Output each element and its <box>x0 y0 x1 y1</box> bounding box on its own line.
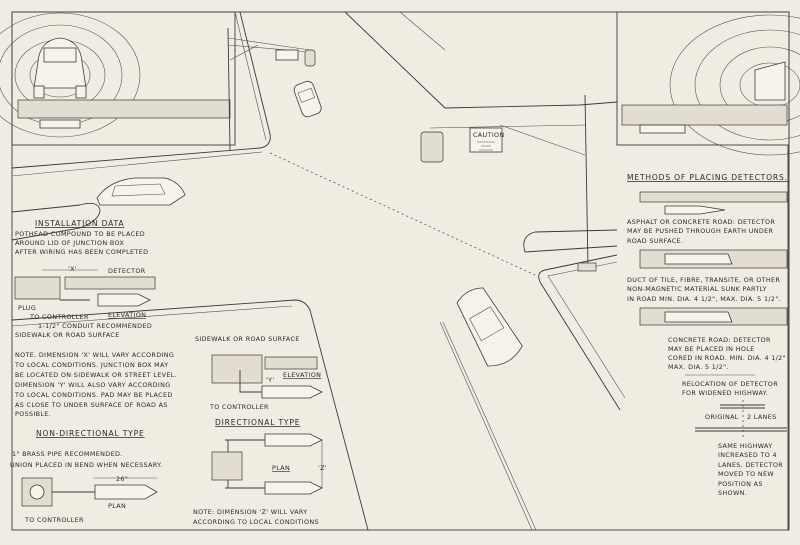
junction-box <box>21 477 53 507</box>
detector-icon <box>261 385 323 399</box>
relocation-line: SAME HIGHWAY <box>718 442 773 450</box>
method-line: ROAD SURFACE. <box>627 237 683 245</box>
caution-sign <box>469 127 503 153</box>
sign-icon <box>275 49 299 61</box>
detector-label: DETECTOR <box>108 267 146 275</box>
detector-icon <box>664 205 726 215</box>
intersection-scene: CAUTION <box>11 11 626 531</box>
note-line: ACCORDING TO LOCAL CONDITIONS <box>193 518 319 526</box>
non-directional-line: 1" BRASS PIPE RECOMMENDED. <box>12 450 123 458</box>
junction-box <box>211 451 243 481</box>
note-line: AS CLOSE TO UNDER SURFACE OF ROAD AS <box>15 401 168 409</box>
method-line: ASPHALT OR CONCRETE ROAD: DETECTOR <box>627 218 775 226</box>
dimension-y-label: 'Y' <box>266 376 274 384</box>
junction-box <box>211 354 263 384</box>
original-label: ORIGINAL <box>705 413 739 421</box>
detector-icon <box>264 481 323 495</box>
island-curb <box>11 202 101 241</box>
note-line: TO LOCAL CONDITIONS. PAD MAY BE PLACED <box>14 391 173 399</box>
method-line: NON-MAGNETIC MATERIAL SUNK PARTLY <box>627 285 767 293</box>
directional-section: SIDEWALK OR ROAD SURFACE ELEVATION 'Y' T… <box>193 335 327 526</box>
note-line: POSSIBLE. <box>15 410 51 418</box>
car-icon <box>96 177 186 206</box>
island-curb <box>523 229 618 253</box>
dimension-26-label: 26" <box>116 475 128 483</box>
relocation-section: RELOCATION OF DETECTOR FOR WIDENED HIGHW… <box>682 374 787 497</box>
car-icon <box>293 80 322 118</box>
method-line: MAY BE PUSHED THROUGH EARTH UNDER <box>627 227 774 235</box>
lanes-label: 2 LANES <box>747 413 777 421</box>
detector-icon <box>97 293 151 307</box>
detector-icon <box>264 433 323 447</box>
dimension-z-label: 'Z' <box>318 464 327 472</box>
note-line: NOTE. DIMENSION 'X' WILL VARY ACCORDING <box>15 351 174 359</box>
method-line: CONCRETE ROAD: DETECTOR <box>668 336 771 344</box>
crosswalk-line <box>269 152 536 276</box>
installation-line: AROUND LID OF JUNCTION BOX <box>15 239 124 247</box>
note-line: NOTE: DIMENSION 'Z' WILL VARY <box>193 508 308 516</box>
detector-icon <box>39 119 81 129</box>
installation-data-section: INSTALLATION DATA POTHEAD COMPOUND TO BE… <box>14 219 177 418</box>
installation-line: POTHEAD COMPOUND TO BE PLACED <box>15 230 145 238</box>
note-line: TO LOCAL CONDITIONS. JUNCTION BOX MAY <box>14 361 169 369</box>
traffic-light-icon <box>420 131 444 163</box>
sheet-border <box>11 11 790 531</box>
inset-top-right <box>616 11 800 156</box>
to-controller-label: TO CONTROLLER <box>24 516 84 524</box>
car-icon <box>33 37 87 99</box>
junction-box <box>14 276 61 300</box>
conduit-label: 1-1/2" CONDUIT RECOMMENDED <box>38 322 152 330</box>
method-line: CORED IN ROAD. MIN. DIA. 4 1/2" <box>668 354 786 362</box>
surface-label: SIDEWALK OR ROAD SURFACE <box>15 331 120 339</box>
caution-sign-text: CAUTION <box>473 131 505 139</box>
method-line: DUCT OF TILE, FIBRE, TRANSITE, OR OTHER <box>627 276 780 284</box>
non-directional-line: UNION PLACED IN BEND WHEN NECESSARY. <box>10 461 162 469</box>
method-line: MAY BE PLACED IN HOLE <box>668 345 755 353</box>
relocation-line: MOVED TO NEW <box>718 470 774 478</box>
plan-label: PLAN <box>108 502 126 510</box>
lane-line <box>439 321 537 531</box>
elevation-label: ELEVATION <box>283 371 321 379</box>
car-icon <box>456 287 523 367</box>
relocation-line: INCREASED TO 4 <box>718 451 777 459</box>
inset-top-left <box>0 11 236 146</box>
signal-pole-right: CAUTION <box>420 94 597 272</box>
method-line: MAX. DIA. 5 1/2". <box>668 363 729 371</box>
methods-title: METHODS OF PLACING DETECTORS. <box>627 173 788 182</box>
installation-title: INSTALLATION DATA <box>35 219 124 228</box>
methods-section: METHODS OF PLACING DETECTORS. ASPHALT OR… <box>627 145 789 530</box>
dimension-x-label: 'X' <box>68 265 77 273</box>
traffic-light-icon <box>304 49 316 67</box>
relocation-line: SHOWN. <box>718 489 747 497</box>
to-controller-label: TO CONTROLLER <box>209 403 269 411</box>
surface-label: SIDEWALK OR ROAD SURFACE <box>195 335 300 343</box>
method-line: IN ROAD MIN. DIA. 4 1/2", MAX. DIA. 5 1/… <box>627 295 781 303</box>
relocation-title: RELOCATION OF DETECTOR <box>682 380 778 388</box>
relocation-line: LANES. DETECTOR <box>718 461 783 469</box>
detector-icon <box>664 311 733 323</box>
non-directional-section: NON-DIRECTIONAL TYPE 1" BRASS PIPE RECOM… <box>10 429 162 524</box>
relocation-title: FOR WIDENED HIGHWAY. <box>682 389 768 397</box>
car-icon <box>754 61 786 101</box>
detector-icon <box>94 484 158 500</box>
relocation-line: POSITION AS <box>718 480 763 488</box>
directional-title: DIRECTIONAL TYPE <box>215 418 300 427</box>
road-section <box>17 99 231 119</box>
detector-icon <box>639 124 686 134</box>
note-line: DIMENSION 'Y' WILL ALSO VARY ACCORDING <box>15 381 171 389</box>
road-section <box>64 276 156 290</box>
non-directional-title: NON-DIRECTIONAL TYPE <box>36 429 145 438</box>
detector-icon <box>664 253 733 265</box>
elevation-label: ELEVATION <box>108 311 146 319</box>
signal-pole-left <box>227 27 316 151</box>
note-line: BE LOCATED ON SIDEWALK OR STREET LEVEL. <box>15 371 177 379</box>
plug-label: PLUG <box>18 304 36 312</box>
to-controller-label: TO CONTROLLER <box>29 313 89 321</box>
plan-label: PLAN <box>272 464 290 472</box>
installation-line: AFTER WIRING HAS BEEN COMPLETED <box>15 248 148 256</box>
